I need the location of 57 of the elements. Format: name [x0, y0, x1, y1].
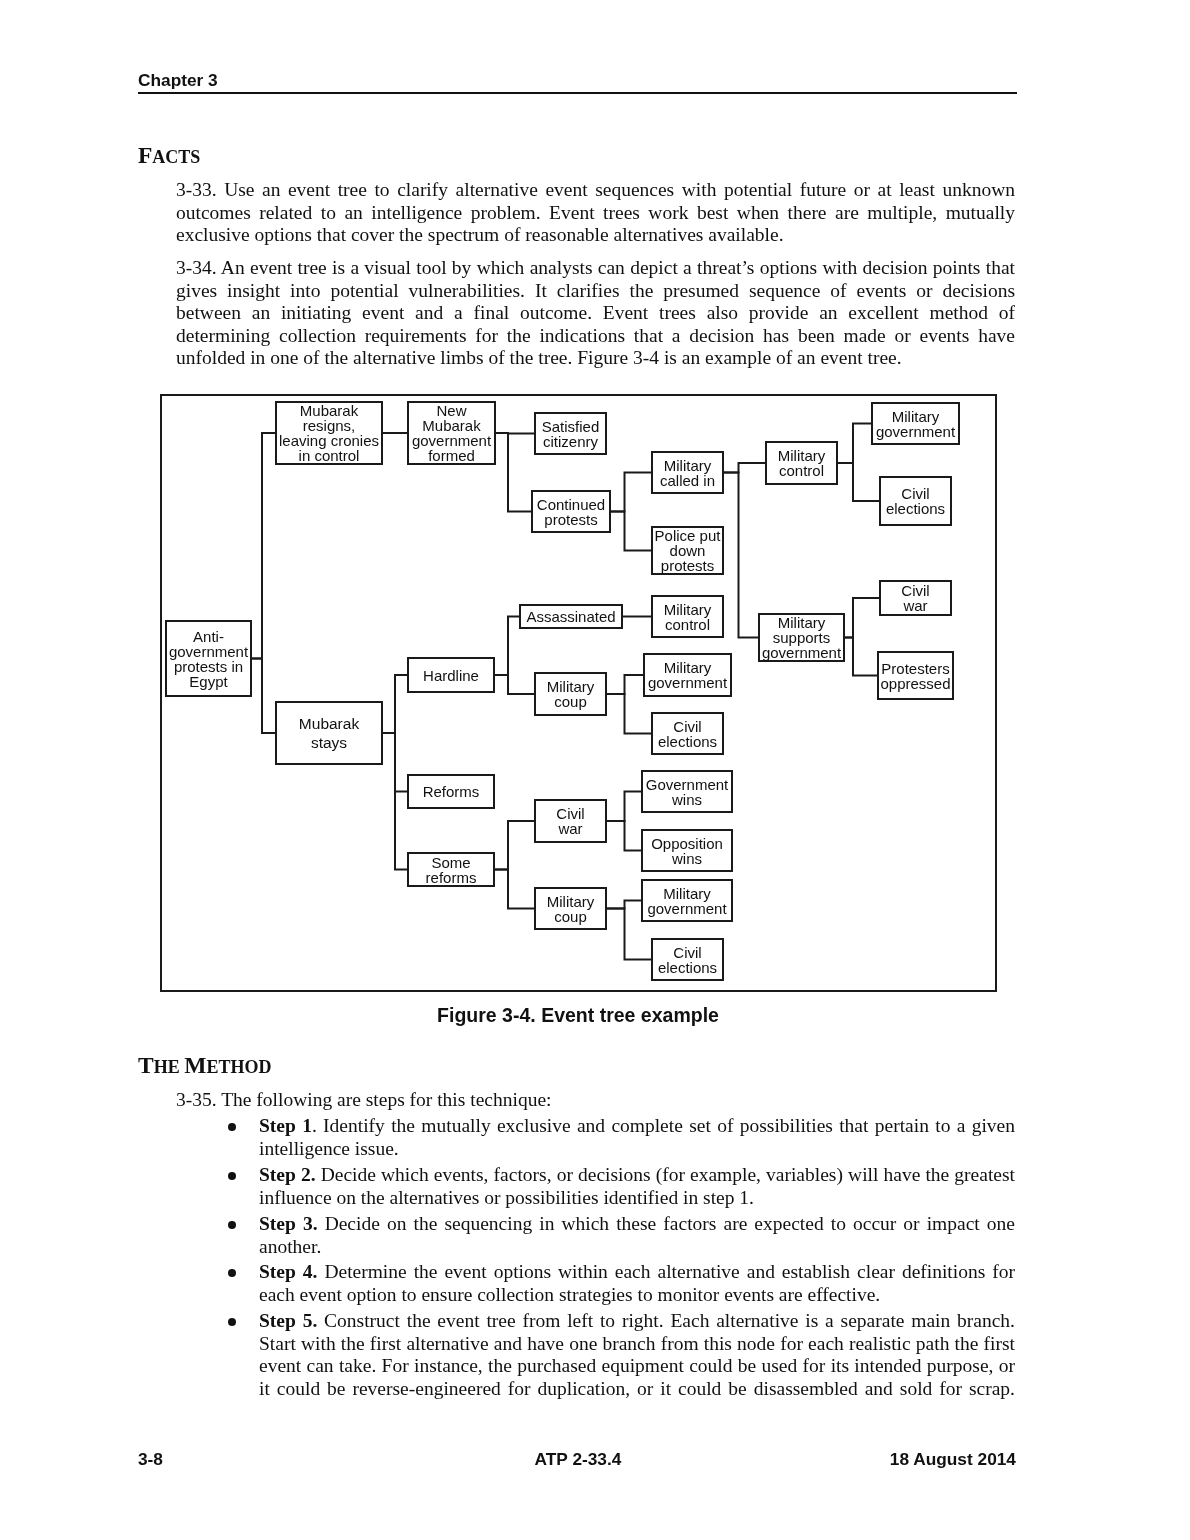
connector-line [606, 693, 652, 735]
event-box: Military control [765, 441, 838, 485]
event-box: Mubarak stays [275, 701, 383, 765]
event-box: Protesters oppressed [877, 651, 954, 700]
step-text: Step 5. Construct the event tree from left to right. Each alternative is a separate main branch. Start with the first alternative and have one branch from this node for each realistic path the first event can take. For instance, the purchased equipment could be used for its intended purpose, or it could be reverse-engineered for duplication, or it could be disassembled and sold for scrap. [259, 1310, 1015, 1400]
event-box: Continued protests [531, 490, 611, 533]
event-box: Civil elections [879, 476, 952, 526]
connector-line [382, 432, 408, 434]
event-box: Hardline [407, 657, 495, 693]
publication-date: 18 August 2014 [889, 1449, 1016, 1470]
connector-line [844, 636, 878, 677]
event-box: Civil war [534, 799, 607, 843]
event-box: Military supports government [758, 613, 845, 662]
step-text: Step 3. Decide on the sequencing in which these factors are expected to occur or impact one another. [259, 1213, 1015, 1258]
connector-line [495, 432, 532, 513]
event-box: New Mubarak government formed [407, 401, 496, 465]
document-number: ATP 2-33.4 [534, 1449, 622, 1470]
connector-line [723, 471, 759, 639]
event-box: Military government [641, 879, 733, 922]
body-paragraph: 3-34. An event tree is a visual tool by which analysts can depict a threat’s options with decision points that gives insight into potential vulnerabilities. It clarifies the presumed sequence of events or decisions between an initiating event and a final outcome. Event trees also provide an excellent method of determining collection requirements for the indications that a decision has been made or events have unfolded in one of the alternative limbs of the tree. Figure 3-4 is an example of an event tree. [176, 257, 1015, 370]
event-box: Military coup [534, 672, 607, 716]
event-box: Civil elections [651, 712, 724, 755]
connector-line [494, 868, 535, 910]
event-box: Military coup [534, 887, 607, 930]
step-text: Step 1. Identify the mutually exclusive and complete set of possibilities that pertain to a given intelligence issue. [259, 1115, 1015, 1160]
event-box: Reforms [407, 774, 495, 809]
connector-line [606, 907, 652, 961]
event-box: Military government [643, 653, 732, 697]
section-heading: THE METHOD [138, 1052, 272, 1080]
connector-line [622, 615, 652, 618]
event-box: Satisfied citizenry [534, 412, 607, 455]
step-text: Step 2. Decide which events, factors, or decisions (for example, variables) will have the greatest influence on the alternatives or possibilities identified in step 1. [259, 1164, 1015, 1209]
section-heading: FACTS [138, 142, 201, 170]
connector-line [606, 820, 642, 852]
event-box: Civil war [879, 580, 952, 616]
body-paragraph: 3-35. The following are steps for this technique: [176, 1089, 553, 1112]
event-box: Military called in [651, 451, 724, 494]
page-number: 3-8 [138, 1449, 163, 1470]
connector-line [251, 657, 276, 734]
connector-line [494, 674, 535, 695]
event-box: Anti-government protests in Egypt [165, 620, 252, 697]
event-box: Government wins [641, 770, 733, 813]
event-box: Assassinated [519, 604, 623, 629]
body-paragraph: 3-33. Use an event tree to clarify alternative event sequences with potential future or at least unknown outcomes related to an intelligence problem. Event trees work best when there are multiple, mutually exclusive options that cover the spectrum of reasonable alternatives available. [176, 179, 1015, 247]
event-box: Opposition wins [641, 829, 733, 872]
event-box: Mubarak resigns, leaving cronies in control [275, 401, 383, 465]
connector-line [610, 510, 652, 552]
figure-caption: Figure 3-4. Event tree example [437, 1004, 719, 1026]
event-box: Military government [871, 402, 960, 445]
connector-line [382, 732, 408, 871]
event-box: Civil elections [651, 938, 724, 981]
connector-line [837, 462, 880, 502]
event-box: Police put down protests [651, 526, 724, 575]
step-text: Step 4. Determine the event options within each alternative and establish clear definitions for each event option to ensure collection strategies to monitor events are effective. [259, 1261, 1015, 1306]
event-box: Military control [651, 595, 724, 638]
event-box: Some reforms [407, 852, 495, 887]
running-header: Chapter 3 [138, 70, 218, 91]
